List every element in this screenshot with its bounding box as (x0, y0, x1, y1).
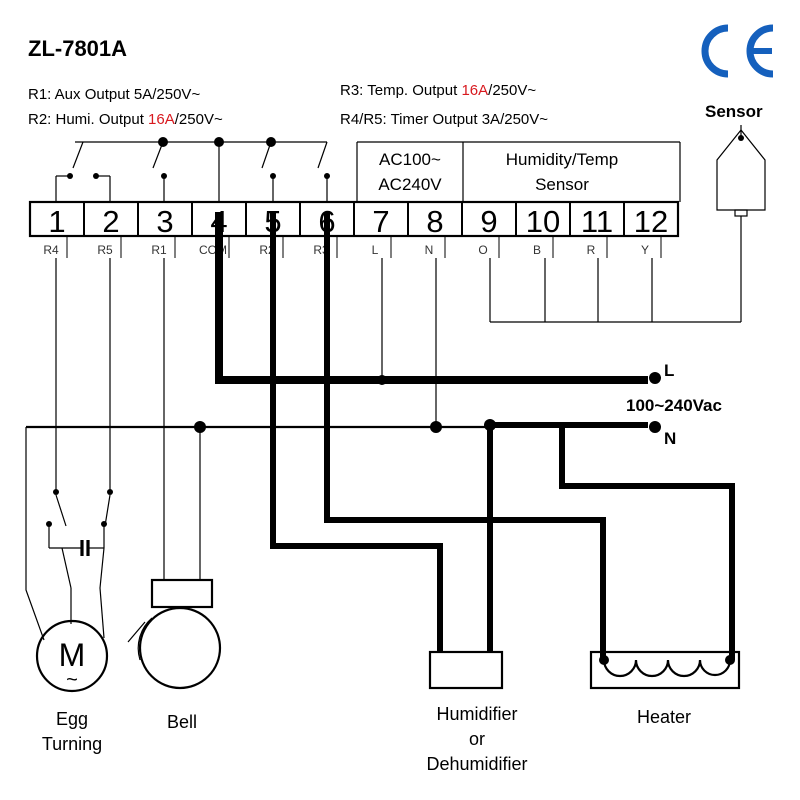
bell-label: Bell (167, 712, 197, 732)
supply-n-label: N (664, 429, 676, 448)
terminal-number: 8 (426, 204, 443, 239)
terminal-label: R4 (43, 243, 59, 257)
sensor-box-line2: Sensor (535, 175, 589, 194)
humidifier-circuit (270, 212, 493, 652)
spec-r2: R2: Humi. Output 16A/250V~ (28, 111, 223, 128)
model-title: ZL-7801A (28, 36, 127, 61)
egg-turning-label-2: Turning (42, 734, 102, 754)
terminal-label: N (425, 243, 434, 257)
terminal-number: 11 (581, 204, 613, 239)
svg-text:M: M (59, 637, 86, 673)
heater-label: Heater (637, 707, 691, 727)
humidifier-label-2: or (469, 729, 485, 749)
egg-turning-label-1: Egg (56, 709, 88, 729)
terminal-number: 9 (480, 204, 497, 239)
terminal-label: R1 (151, 243, 167, 257)
sensor-input-box: Humidity/Temp Sensor (463, 141, 681, 202)
spec-r1: R1: Aux Output 5A/250V~ (28, 86, 200, 103)
heater-circuit (324, 212, 735, 660)
ce-mark-icon (701, 24, 774, 78)
power-box-line1: AC100~ (379, 150, 441, 169)
power-input-box: AC100~ AC240V (356, 141, 464, 202)
terminal-number: 12 (634, 204, 668, 239)
terminal-label: R (587, 243, 596, 257)
terminal-number: 2 (102, 204, 119, 239)
motor-icon: M ~ (35, 619, 109, 693)
terminal-label: B (533, 243, 541, 257)
power-box-line2: AC240V (378, 175, 442, 194)
svg-text:~: ~ (66, 669, 78, 691)
terminal-number: 3 (156, 204, 173, 239)
supply-voltage-label: 100~240Vac (626, 396, 722, 415)
terminal-number: 10 (526, 204, 560, 239)
terminal-number: 7 (372, 204, 389, 239)
spec-r4-r5: R4/R5: Timer Output 3A/250V~ (340, 111, 548, 128)
terminal-label: L (372, 243, 379, 257)
line-n-bus (26, 258, 661, 433)
heater-icon (589, 650, 741, 690)
humidifier-icon (428, 650, 504, 690)
line-l-bus (215, 212, 661, 385)
humidifier-label-3: Dehumidifier (426, 754, 527, 774)
bell-circuit (163, 258, 201, 580)
humidifier-label-1: Humidifier (436, 704, 517, 724)
relay-contacts (55, 137, 330, 202)
sensor-leads (489, 258, 741, 323)
terminal-number: 1 (48, 204, 65, 239)
egg-turning-circuit (25, 258, 113, 641)
supply-l-label: L (664, 361, 674, 380)
sensor-label: Sensor (705, 102, 763, 121)
bell-icon (127, 578, 222, 690)
terminal-label: R5 (97, 243, 113, 257)
sensor-box-line1: Humidity/Temp (506, 150, 618, 169)
terminal-label: O (478, 243, 487, 257)
spec-r3: R3: Temp. Output 16A/250V~ (340, 82, 536, 99)
terminal-label: Y (641, 243, 649, 257)
sensor-probe-icon (716, 125, 766, 322)
